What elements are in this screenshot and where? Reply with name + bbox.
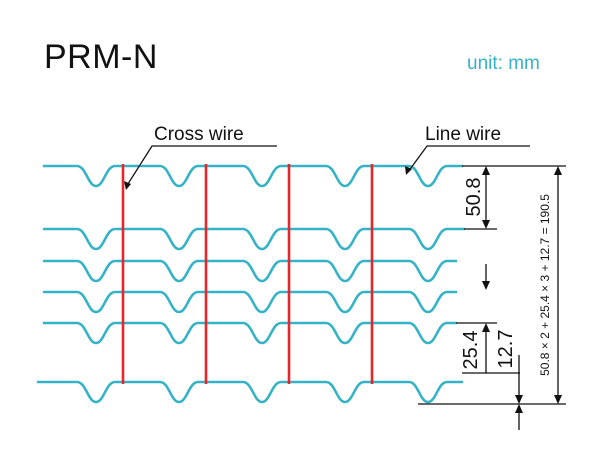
line-wire-arrowhead [405,166,412,175]
line-wire-1 [42,164,464,188]
cross-wire-arrowhead [124,181,131,190]
line-wire-leader [407,145,530,173]
line-wire-2 [42,227,466,251]
line-wires [36,164,466,404]
dimension-total: 50.8 × 2 + 25.4 × 3 + 12.7 = 190.5 [538,194,552,376]
cross-wire-leader [125,145,277,188]
diagram-title: PRM-N [44,38,158,76]
dimension-50-8: 50.8 [463,178,485,217]
dimension-arrowheads [482,166,562,413]
cross-wire-label: Cross wire [154,124,244,145]
dimension-12-7: 12.7 [495,330,517,369]
dimension-25-4: 25.4 [460,331,482,370]
line-wire-4 [42,290,458,314]
unit-label: unit: mm [467,53,540,74]
line-wire-label: Line wire [425,124,501,145]
line-wire-5 [42,321,458,345]
callout-leaders [125,145,530,188]
cross-wires [121,164,374,384]
line-wire-3 [42,259,458,283]
dimension-lines [418,165,566,430]
line-wire-6 [36,380,464,404]
